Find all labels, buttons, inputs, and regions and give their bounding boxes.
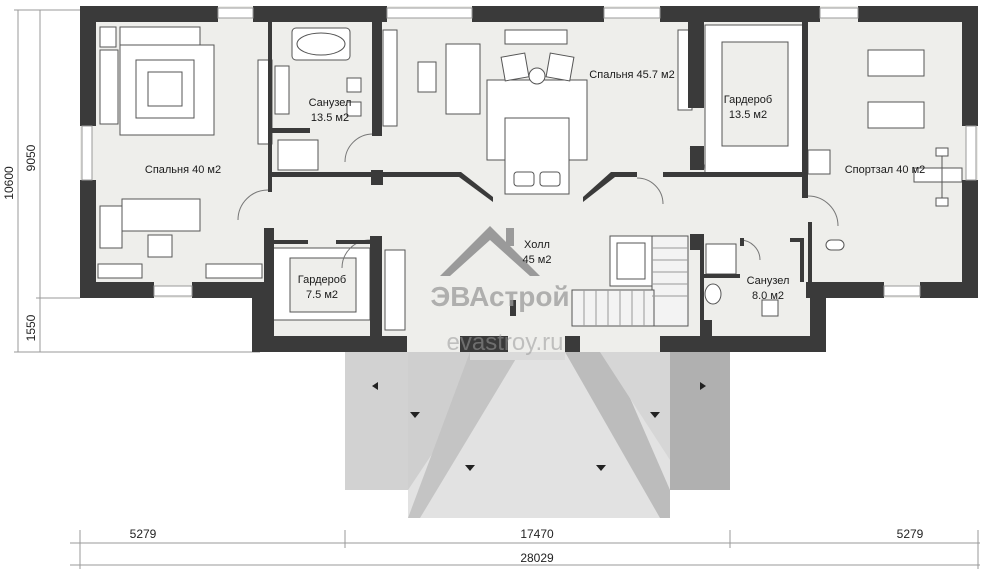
dimension-lines (14, 9, 980, 569)
house-logo-icon (440, 226, 540, 276)
dim-left-lower: 1550 (24, 314, 38, 341)
room-area-wardrobe-2: 7.5 м2 (306, 289, 338, 301)
dim-left-upper: 9050 (24, 144, 38, 171)
room-label-bathroom-2: Санузел (747, 275, 790, 287)
dim-bottom-center: 17470 (520, 527, 554, 541)
brand-watermark: ЭВАстрой (430, 281, 569, 312)
room-label-bedroom-left: Спальня 40 м2 (145, 164, 221, 176)
walls (80, 6, 978, 352)
room-area-wardrobe-1: 13.5 м2 (729, 109, 767, 121)
url-watermark: evastroy.ru (447, 329, 564, 356)
room-label-bathroom-1: Санузел (309, 97, 352, 109)
room-labels: Спальня 40 м2 Санузел 13.5 м2 Спальня 45… (145, 69, 925, 302)
room-label-bedroom-center: Спальня 45.7 м2 (589, 69, 674, 81)
room-label-wardrobe-2: Гардероб (298, 274, 346, 286)
furniture (97, 24, 963, 331)
room-area-bathroom-1: 13.5 м2 (311, 112, 349, 124)
room-area-bathroom-2: 8.0 м2 (752, 290, 784, 302)
watermark: ЭВАстрой evastroy.ru (430, 226, 570, 356)
dimension-labels: 10600 9050 1550 5279 17470 5279 28029 (2, 144, 924, 565)
room-label-gym: Спортзал 40 м2 (845, 164, 926, 176)
room-label-wardrobe-1: Гардероб (724, 94, 772, 106)
dim-left-total: 10600 (2, 166, 16, 200)
terrace (345, 352, 730, 518)
dim-bottom-right: 5279 (897, 527, 924, 541)
windows (81, 7, 977, 297)
dim-bottom-left: 5279 (130, 527, 157, 541)
room-area-hall: 45 м2 (523, 254, 552, 266)
door-swings (237, 133, 839, 269)
stairs (583, 247, 688, 326)
dim-bottom-total: 28029 (520, 551, 554, 565)
room-label-hall: Холл (524, 239, 550, 251)
